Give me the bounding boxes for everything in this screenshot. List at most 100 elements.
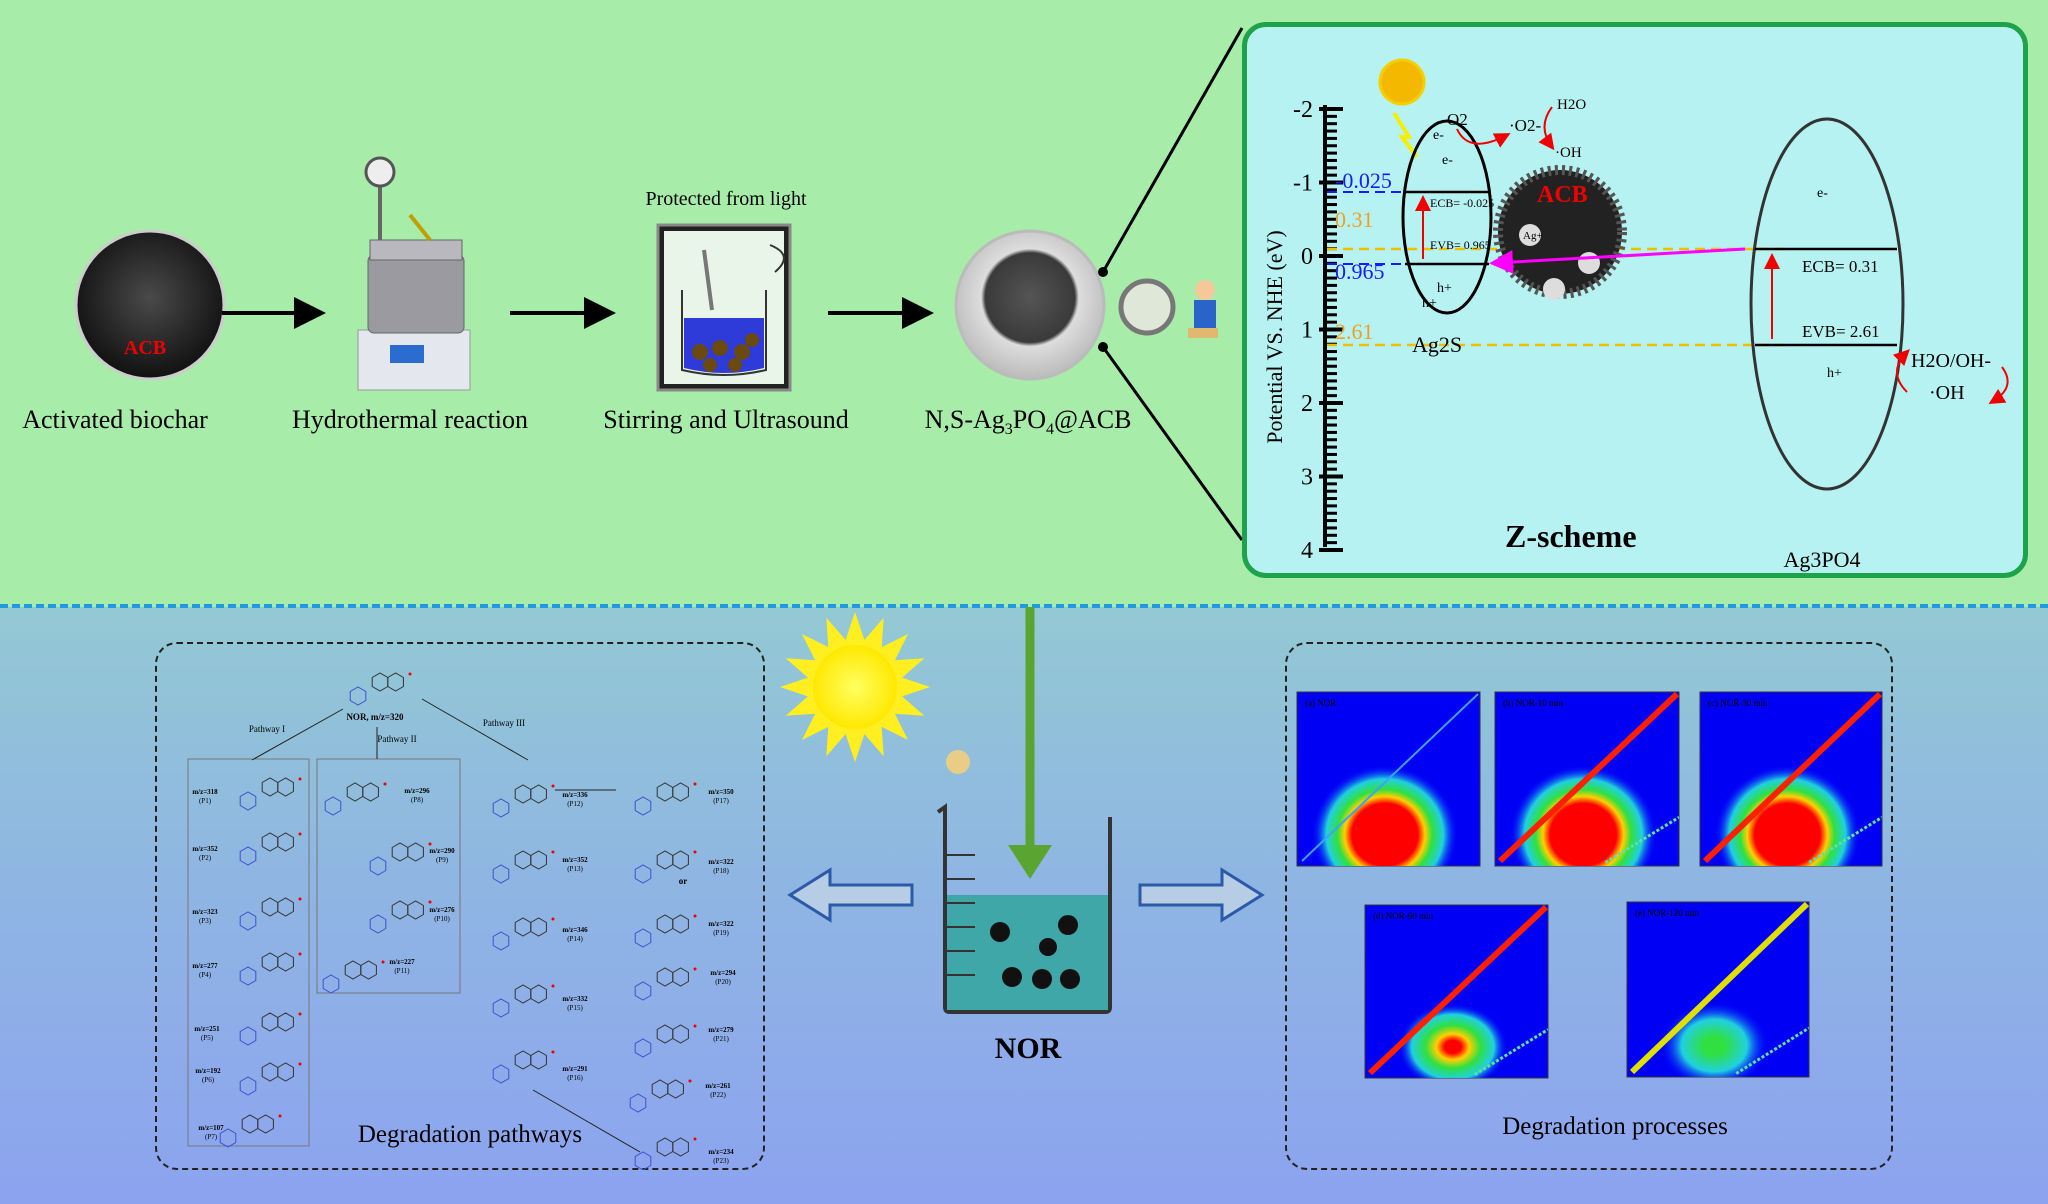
step-label-product: N,S-Ag3PO4@ACB	[924, 405, 1132, 439]
eem-panel: (a) NOR	[1296, 691, 1481, 867]
sun-icon	[1378, 58, 1426, 159]
piperazine-ring	[369, 914, 387, 934]
rayleigh-scatter-line	[1629, 902, 1809, 1075]
eem-panel-label: (a) NOR	[1305, 698, 1336, 708]
axis-tick-label: 0	[1301, 244, 1313, 270]
piperazine-ring	[492, 798, 510, 818]
product-mz-label: m/z=277	[192, 962, 218, 970]
piperazine-ring	[219, 1128, 237, 1148]
molecule-ring	[360, 960, 377, 980]
molecule-ring	[530, 1050, 547, 1070]
right-arrow-icon	[1138, 867, 1265, 923]
axis-tick-label: -1	[1293, 171, 1313, 197]
piperazine-ring	[492, 864, 510, 884]
pathways-title: Degradation pathways	[358, 1121, 582, 1148]
product-mz-label: m/z=251	[194, 1025, 220, 1033]
molecule-ring	[672, 967, 689, 987]
pathway-i-label: Pathway I	[249, 724, 285, 734]
hole-label: h+	[1827, 366, 1842, 381]
eem-panel-label: (e) NOR-120 min	[1635, 908, 1699, 918]
axis-tick-label: 2	[1301, 391, 1313, 417]
ag-plus-label: Ag+	[1523, 230, 1543, 242]
molecule-ring	[530, 784, 547, 804]
axis-tick-label: 4	[1301, 538, 1313, 564]
piperazine-ring	[634, 981, 652, 1001]
electron-label: e-	[1433, 128, 1444, 143]
molecule-ring	[530, 917, 547, 937]
product-mz-label: m/z=346	[562, 926, 588, 934]
piperazine-ring	[634, 864, 652, 884]
molecule-ring	[407, 842, 424, 862]
superoxide-label: ·O2-	[1509, 116, 1541, 135]
rayleigh-scatter-line	[1497, 692, 1679, 864]
molecule-ring	[362, 782, 379, 802]
product-mz-label: m/z=279	[708, 1026, 734, 1034]
piperazine-ring	[239, 791, 257, 811]
molecule-ring	[277, 1062, 294, 1082]
acb-label: ACB	[1537, 182, 1588, 208]
fluorescence-peak	[1311, 765, 1459, 866]
product-mz-label: m/z=291	[562, 1065, 588, 1073]
product-mz-label: m/z=322	[708, 920, 734, 928]
degradation-pathways-panel	[155, 642, 765, 1170]
product-id-label: (P22)	[710, 1091, 726, 1099]
pathway-ii-box	[316, 758, 461, 994]
nor-label: NOR	[994, 1032, 1062, 1065]
axis-label: Potential VS. NHE (eV)	[1262, 230, 1287, 443]
molecule-ring	[277, 777, 294, 797]
h2o-oh-label: H2O/OH-	[1911, 350, 1991, 372]
molecule-ring	[277, 832, 294, 852]
product-id-label: (P23)	[713, 1157, 729, 1165]
molecule-ring	[530, 984, 547, 1004]
step-label-activated-biochar: Activated biochar	[22, 405, 208, 434]
ag3po4-cb-value: 0.31	[1335, 207, 1374, 232]
ag3po4-evb: EVB= 2.61	[1802, 322, 1880, 341]
oh-label-2: ·OH	[1929, 382, 1965, 404]
product-mz-label: m/z=296	[404, 787, 430, 795]
product-id-label: (P11)	[394, 967, 410, 975]
eem-panel-label: (b) NOR-10 min	[1503, 698, 1563, 708]
product-mz-label: m/z=294	[710, 969, 736, 977]
ag3po4-ecb: ECB= 0.31	[1802, 257, 1879, 276]
ag2s-ecb: ECB= -0.025	[1430, 196, 1494, 210]
z-scheme-title: Z-scheme	[1505, 518, 1637, 554]
or-label: or	[679, 876, 688, 886]
stirring-beaker-image	[656, 223, 792, 392]
molecule-ring	[277, 1012, 294, 1032]
piperazine-ring	[239, 1026, 257, 1046]
product-id-label: (P6)	[202, 1076, 215, 1084]
electron-label: e-	[1442, 153, 1453, 168]
ag3po4-vb-value: 2.61	[1335, 319, 1374, 344]
second-order-scatter	[1735, 1026, 1809, 1075]
product-mz-label: m/z=318	[192, 788, 218, 796]
eem-panel: (d) NOR-60 min	[1364, 904, 1549, 1079]
reaction-graphics	[780, 607, 1265, 1014]
rayleigh-scatter-line	[1367, 905, 1548, 1076]
reaction-beaker-image	[936, 803, 1112, 1014]
product-id-label: (P16)	[567, 1074, 583, 1082]
ag2s-label: Ag2S	[1412, 332, 1462, 357]
piperazine-ring	[369, 856, 387, 876]
acb-label: ACB	[123, 337, 167, 359]
product-id-label: (P9)	[436, 856, 449, 864]
degradation-processes-panel	[1285, 642, 1893, 1170]
product-id-label: (P8)	[411, 796, 424, 804]
molecule-ring	[672, 1137, 689, 1157]
electron-label: e-	[1817, 186, 1828, 201]
acb-sphere	[1493, 165, 1627, 300]
molecule-ring	[672, 1024, 689, 1044]
product-id-label: (P18)	[713, 867, 729, 875]
product-id-label: (P14)	[567, 935, 583, 943]
sun-icon	[780, 612, 970, 774]
magnifier-icon	[1098, 27, 1244, 541]
product-id-label: (P19)	[713, 929, 729, 937]
parent-compound-label: NOR, m/z=320	[346, 712, 404, 722]
composite-product-image	[954, 229, 1106, 381]
product-id-label: (P13)	[567, 865, 583, 873]
activated-biochar-image	[74, 229, 226, 381]
molecule-ring	[257, 1114, 274, 1134]
product-mz-label: m/z=227	[389, 958, 415, 966]
fluorescence-peak	[1714, 765, 1861, 866]
product-id-label: (P4)	[199, 971, 212, 979]
